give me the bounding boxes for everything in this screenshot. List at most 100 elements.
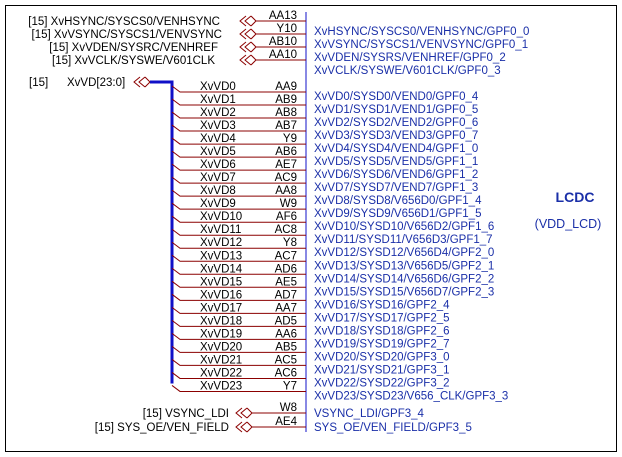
ball-label: AB10	[269, 36, 297, 48]
ball-label: AB8	[275, 107, 297, 119]
net-label: XvVD19	[200, 328, 242, 340]
bus-entry-wire	[171, 306, 306, 314]
net-label: XvVD4	[200, 133, 236, 145]
net-label: XvVD12	[200, 237, 242, 249]
net-label: XvVD6	[200, 159, 236, 171]
connector-tail-icon	[250, 15, 257, 27]
ball-label: AD5	[275, 315, 297, 327]
control-net-label: [15] XvVCLK/SYSWE/V601CLK	[52, 55, 215, 67]
ball-label: AA13	[269, 10, 297, 22]
schematic-frame	[5, 5, 617, 452]
ball-label: AC6	[275, 367, 297, 379]
connector-tail-icon	[246, 421, 253, 433]
net-label: XvVD16	[200, 289, 242, 301]
net-label: XvVD11	[200, 224, 241, 236]
offpage-connector-icon	[239, 54, 252, 66]
bus-entry-wire	[171, 332, 306, 340]
pin-label: XvVD9/SYSD9/V656D1/GPF1_5	[314, 208, 481, 220]
connector-tail-icon	[250, 41, 257, 53]
pin-label: XvVD6/SYSD6/VEND6/GPF1_2	[314, 169, 478, 181]
bus-entry-wire	[171, 189, 306, 197]
pin-label: XvVD20/SYSD20/GPF3_0	[314, 351, 450, 363]
net-label: XvVD2	[200, 107, 236, 119]
pin-label: XvVDEN/SYSRS/VENHREF/GPF0_2	[314, 52, 506, 64]
pin-label: XvVD13/SYSD13/V656D5/GPF2_1	[314, 260, 494, 272]
bus-entry-wire	[171, 254, 306, 262]
pin-label: XvVD8/SYSD8/V656D0/GPF1_4	[314, 195, 482, 207]
bus-entry-wire	[171, 137, 306, 145]
ball-label: AA7	[275, 302, 297, 314]
pin-label: XvVD17/SYSD17/GPF2_5	[314, 312, 450, 324]
bus-entry-wire	[171, 124, 306, 132]
pin-label: XvVD12/SYSD12/V656D4/GPF2_0	[314, 247, 494, 259]
ball-label: Y7	[283, 380, 297, 392]
bus-entry-wire	[171, 280, 306, 288]
offpage-connector-icon	[235, 407, 248, 419]
bus-entry-wire	[171, 359, 306, 366]
net-label: XvVD8	[200, 185, 236, 197]
pin-label: XvVD19/SYSD19/GPF2_7	[314, 338, 450, 350]
bus-entry-wire	[171, 176, 306, 184]
pin-label: XvVD21/SYSD21/GPF3_1	[314, 364, 450, 376]
pin-label: SYS_OE/VEN_FIELD/GPF3_5	[314, 422, 472, 434]
net-label: XvVD1	[200, 94, 236, 106]
ball-label: Y8	[283, 237, 297, 249]
ball-label: AD6	[275, 263, 297, 275]
ball-label: AA10	[269, 49, 297, 61]
ball-label: Y9	[283, 133, 297, 145]
pin-label: XvVD22/SYSD22/GPF3_2	[314, 377, 450, 389]
pin-label: XvVD10/SYSD10/V656D2/GPF1_6	[314, 221, 494, 233]
ball-label: AC8	[275, 224, 297, 236]
bus-entry-wire	[171, 319, 306, 327]
bus-entry-wire	[171, 98, 306, 106]
offpage-connector-icon	[239, 28, 252, 40]
net-label: XvVD17	[200, 302, 242, 314]
pin-label: VSYNC_LDI/GPF3_4	[314, 408, 425, 420]
net-label: XvVD7	[200, 172, 236, 184]
ball-label: AE5	[275, 276, 297, 288]
misc-net-label: [15] SYS_OE/VEN_FIELD	[95, 422, 229, 434]
bus-entry-wire	[171, 385, 306, 392]
data-bus-group: [15]XvVD[23:0]	[29, 76, 174, 384]
bus-entry-wire	[171, 215, 306, 223]
ball-label: AA8	[275, 185, 297, 197]
bus-connector-tail-icon	[144, 76, 151, 88]
bus-entry-wire	[171, 85, 306, 93]
connector-tail-icon	[250, 54, 257, 66]
net-label: XvVD9	[200, 198, 236, 210]
bus-entry-wire	[171, 372, 306, 379]
net-label: XvVD21	[200, 354, 242, 366]
bus-entry-wire	[171, 150, 306, 158]
bus-entry-wire	[171, 293, 306, 301]
pin-label: XvVD16/SYSD16/GPF2_4	[314, 299, 450, 311]
bus-entry-wire	[171, 241, 306, 249]
pin-label: XvVD23/SYSD23/V656_CLK/GPF3_3	[314, 390, 508, 402]
pin-label: XvVD1/SYSD1/VEND1/GPF0_5	[314, 104, 478, 116]
ball-label: AA9	[275, 81, 297, 93]
bus-entry-wire	[171, 345, 306, 353]
bus-page-ref: [15]	[29, 77, 48, 89]
bus-entry-wire	[171, 163, 306, 171]
pin-label: XvVD18/SYSD18/GPF2_6	[314, 325, 450, 337]
offpage-connector-icon	[239, 41, 252, 53]
